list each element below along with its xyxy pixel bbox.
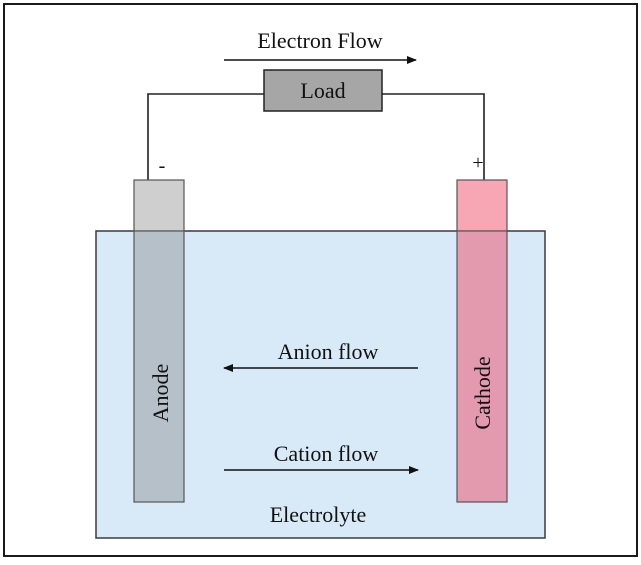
electron-flow-label: Electron Flow xyxy=(257,28,382,53)
anode-above-electrolyte xyxy=(133,179,185,232)
load-box xyxy=(263,69,383,112)
wire-left xyxy=(147,93,264,180)
electrolyte-label: Electrolyte xyxy=(270,502,367,527)
negative-terminal-sign: - xyxy=(159,155,166,177)
anode-label: Anode xyxy=(148,364,173,423)
positive-terminal-sign: + xyxy=(472,152,483,174)
anode-submerged xyxy=(133,230,185,503)
cathode-label: Cathode xyxy=(470,356,495,429)
cathode-submerged xyxy=(456,230,508,503)
cation-flow-label: Cation flow xyxy=(274,441,379,466)
anion-flow-label: Anion flow xyxy=(278,339,379,364)
wire-right xyxy=(382,93,485,180)
load-label: Load xyxy=(300,78,345,103)
cathode-above-electrolyte xyxy=(456,179,508,232)
